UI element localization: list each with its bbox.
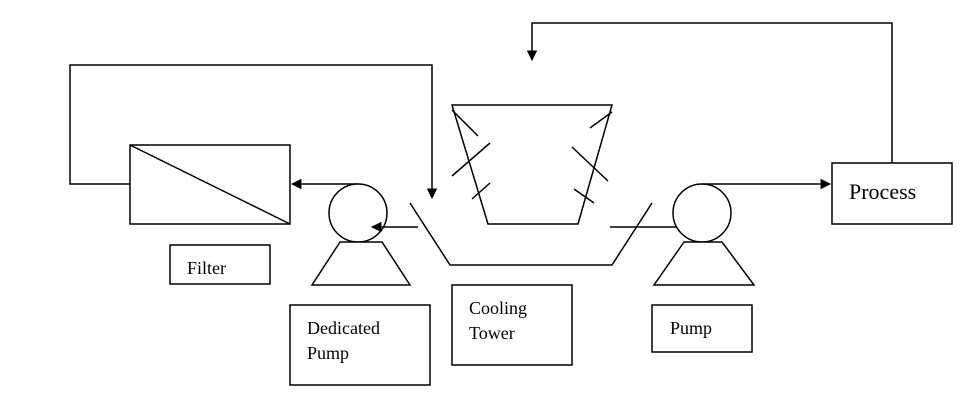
process-return-line (526, 22, 893, 163)
dedicated-pump-label-box (289, 304, 431, 386)
dedicated-pump (310, 183, 412, 286)
filter-return-line (69, 64, 438, 200)
pump-label: Pump (670, 318, 712, 338)
cooling-tower-label-line2: Tower (469, 323, 515, 343)
cooling-tower (450, 104, 613, 225)
cooling-tower-label-box (451, 284, 573, 366)
dedicated-pump-label-line2: Pump (307, 343, 349, 363)
pump (652, 183, 756, 286)
filter-label-box (169, 244, 271, 285)
dedicated-pump-label-line1: Dedicated (307, 318, 380, 338)
process-box (831, 162, 953, 225)
filter-label: Filter (187, 258, 226, 278)
process-label: Process (849, 179, 916, 204)
pump-label-box (651, 304, 753, 353)
filter-unit (129, 144, 291, 225)
cooling-tower-label-line1: Cooling (469, 298, 527, 318)
cooling-tower-basin (409, 202, 653, 266)
